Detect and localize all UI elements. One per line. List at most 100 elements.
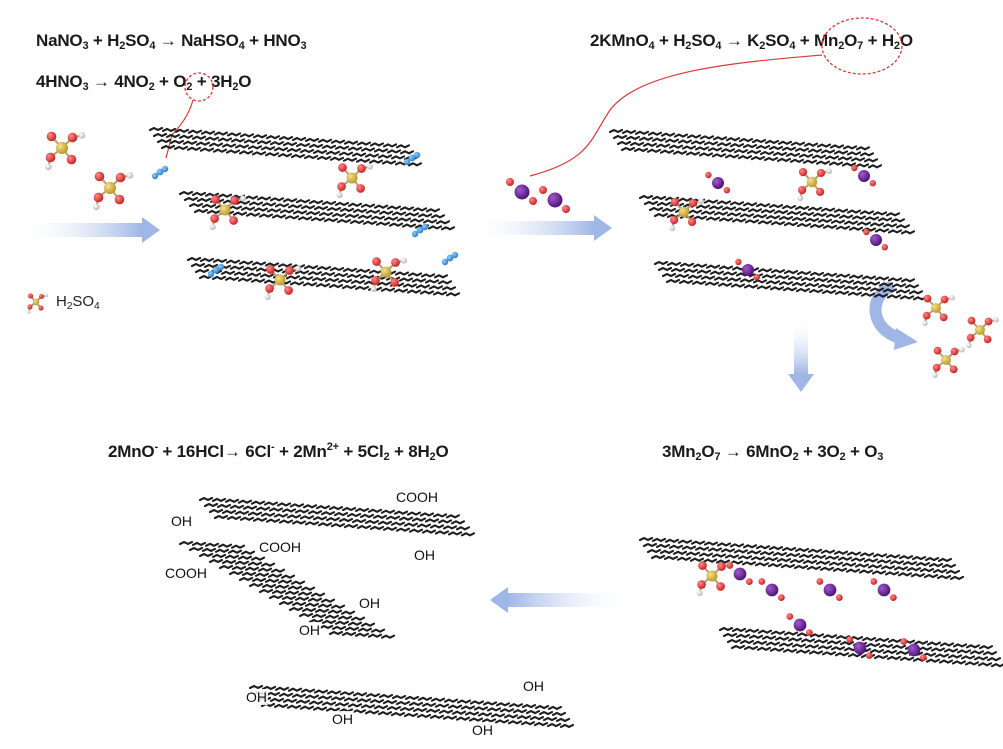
oxygen-atom xyxy=(983,335,992,344)
hydrogen-atom xyxy=(44,293,49,298)
formula-segment: + 8H xyxy=(389,442,430,461)
subscript: 2 xyxy=(695,451,702,463)
hydrogen-atom xyxy=(44,163,52,171)
oxygen-atom xyxy=(391,258,400,267)
oxygen-atom xyxy=(922,311,931,320)
oxygen-atom xyxy=(984,317,993,326)
nitrogen-atom xyxy=(421,223,429,231)
oxygen-atom xyxy=(865,652,873,660)
hydrogen-atom xyxy=(696,590,703,597)
oxygen-atom xyxy=(717,562,726,571)
label-oh-1: OH xyxy=(170,513,193,529)
hydrogen-atom xyxy=(240,195,247,202)
hydrogen-atom xyxy=(78,132,86,139)
nitrogen-atom xyxy=(408,154,416,162)
sulfur-atom xyxy=(32,298,40,306)
oxygen-atom xyxy=(950,347,959,356)
oxygen-atom xyxy=(753,274,760,281)
sulfur-atom xyxy=(806,176,818,188)
formula-segment: + H xyxy=(863,31,895,50)
manganese-atom xyxy=(877,583,891,597)
callout-mn2o7 xyxy=(529,17,903,177)
oxygen-atom xyxy=(372,257,381,266)
sulfur-atom xyxy=(346,172,358,184)
label-oh-6: OH xyxy=(522,678,545,694)
manganese-atom xyxy=(823,583,837,597)
hydrogen-atom xyxy=(295,265,302,272)
formula-segment: + 3O xyxy=(798,442,840,461)
formula-segment: O xyxy=(435,442,449,461)
formula-segment: O xyxy=(238,72,252,91)
nitrogen-atom xyxy=(416,226,424,234)
hydrogen-atom xyxy=(966,342,972,349)
nitrogen-atom xyxy=(411,230,419,238)
nitrogen-atom xyxy=(451,251,459,259)
label-oh-8: OH xyxy=(471,722,494,738)
formula-segment: + 3H xyxy=(192,72,233,91)
hydrogen-atom xyxy=(797,195,804,202)
nitrogen-atom xyxy=(151,172,159,180)
subscript: 7 xyxy=(714,451,721,463)
oxygen-atom xyxy=(881,244,888,251)
manganese-atom xyxy=(712,177,724,189)
charge: - xyxy=(154,441,158,453)
sulfur-atom xyxy=(678,206,690,218)
oxygen-atom xyxy=(846,636,854,643)
manganese-atom xyxy=(853,641,867,655)
oxygen-atom xyxy=(735,258,742,266)
oxygen-atom xyxy=(869,180,876,187)
hydrogen-atom xyxy=(698,198,704,205)
label-oh-5: OH xyxy=(245,689,268,705)
hydrogen-atom xyxy=(922,320,928,327)
formula-segment: → NaHSO xyxy=(155,31,239,50)
hydrogen-atom xyxy=(949,295,955,301)
manganese-atom xyxy=(733,567,747,581)
label-oh-3: OH xyxy=(358,595,381,611)
oxygen-atom xyxy=(94,171,105,182)
manganese-atom xyxy=(858,170,870,182)
oxygen-atom xyxy=(777,594,785,602)
sulfur-atom xyxy=(103,181,117,195)
formula-segment: O xyxy=(844,31,858,50)
formula-segment: NaNO xyxy=(36,31,83,50)
subscript: 3 xyxy=(300,40,307,52)
label-cooh-1: COOH xyxy=(395,489,439,505)
equation-nitrate-acid: NaNO3 + H2SO4 → NaHSO4 + HNO3 xyxy=(36,31,307,52)
oxygen-atom xyxy=(870,578,878,585)
charge: 2+ xyxy=(326,441,339,453)
subscript: 3 xyxy=(82,40,89,52)
oxygen-atom xyxy=(211,195,220,204)
hydrogen-atom xyxy=(932,372,938,379)
subscript: 4 xyxy=(648,40,655,52)
manganese-atom xyxy=(793,618,807,632)
nitrogen-atom xyxy=(161,165,169,173)
oxygen-atom xyxy=(966,333,975,342)
formula-segment: + 16HCl→ 6Cl xyxy=(157,442,272,461)
oxygen-atom xyxy=(687,217,697,227)
sheet-stack2-c xyxy=(653,260,928,301)
oxygen-atom xyxy=(114,194,125,205)
oxygen-atom xyxy=(786,613,794,620)
oxygen-atom xyxy=(66,154,77,165)
formula-segment: SO xyxy=(125,31,150,50)
oxygen-atom xyxy=(539,186,547,194)
oxygen-atom xyxy=(851,164,858,172)
manganese-atom xyxy=(547,192,563,208)
subscript: 3 xyxy=(82,81,89,93)
oxygen-atom xyxy=(669,215,679,225)
sulfur-atom xyxy=(274,274,286,286)
oxygen-atom xyxy=(797,185,807,195)
subscript: 2 xyxy=(759,40,766,52)
oxygen-atom xyxy=(863,228,870,236)
nitrogen-atom xyxy=(207,270,215,278)
formula-segment: 2KMnO xyxy=(590,31,649,50)
subscript: 2 xyxy=(838,40,845,52)
subscript: 2 xyxy=(119,40,126,52)
process-arrow-2 xyxy=(468,215,612,241)
formula-segment: + Mn xyxy=(795,31,839,50)
oxygen-atom xyxy=(284,286,293,295)
oxygen-atom xyxy=(939,313,948,322)
oxygen-atom xyxy=(266,265,275,274)
label-oh-4: OH xyxy=(298,622,321,638)
